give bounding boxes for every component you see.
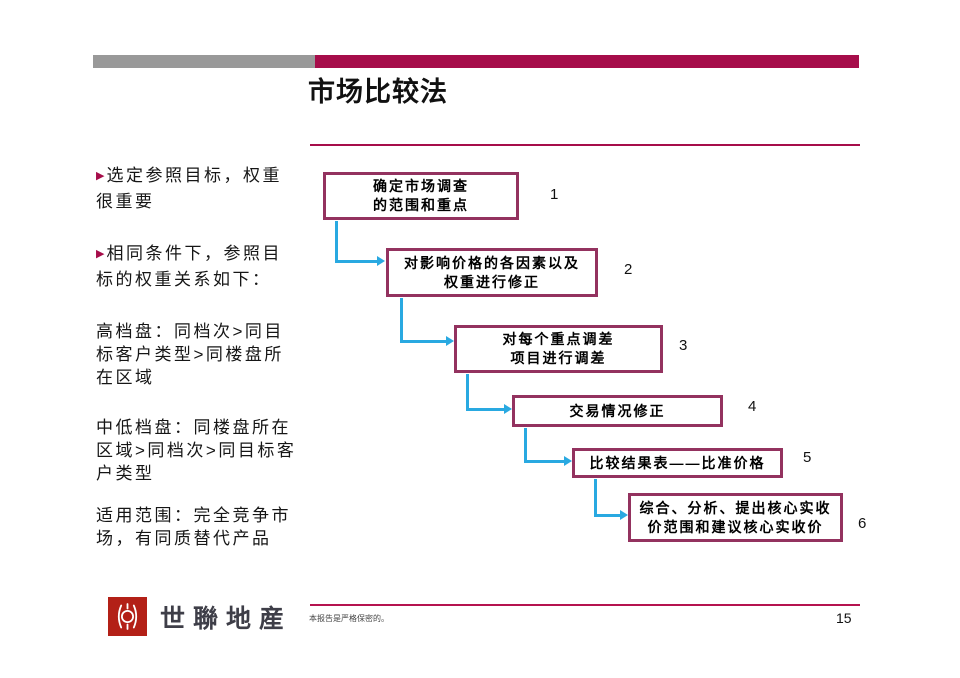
flow-step-6-number: 6 [858,515,867,532]
page-title: 市场比较法 [308,77,448,107]
flow-step-6-box: 综合、分析、提出核心实收 价范围和建议核心实收价 [628,493,843,542]
sidebar-text: 适用范围：完全竞争市场，有同质替代产品 [96,506,291,548]
flow-step-3-box: 对每个重点调差 项目进行调差 [454,325,663,373]
connector-3-arrowhead-icon [504,403,512,414]
connector-2-horizontal [400,340,446,343]
connector-5-horizontal [594,514,620,517]
flow-step-2-box: 对影响价格的各因素以及 权重进行修正 [386,248,598,297]
connector-2-vertical [400,298,403,342]
sidebar-paragraph: ▶相同条件下，参照目标的权重关系如下： [96,242,298,291]
connector-4-vertical [524,428,527,462]
page-number: 15 [836,610,852,626]
connector-3-vertical [466,374,469,410]
confidentiality-note: 本报告是严格保密的。 [309,614,389,623]
triangle-bullet-icon: ▶ [96,170,105,182]
connector-3-horizontal [466,408,504,411]
sidebar-paragraph: 适用范围：完全竞争市场，有同质替代产品 [96,504,298,550]
connector-4-horizontal [524,460,564,463]
flow-step-4-number: 4 [748,398,757,415]
flow-step-5-number: 5 [803,449,812,466]
flow-step-5-box: 比较结果表——比准价格 [572,448,783,478]
connector-2-arrowhead-icon [446,335,454,346]
connector-1-horizontal [335,260,377,263]
title-divider [310,144,860,146]
connector-5-vertical [594,479,597,516]
flow-step-1-box: 确定市场调查 的范围和重点 [323,172,519,220]
flow-step-2-number: 2 [624,261,633,278]
company-logo: 世聯地産 [108,597,292,636]
sidebar-text: 中低档盘：同楼盘所在区域>同档次>同目标客户类型 [96,418,297,483]
connector-5-arrowhead-icon [620,509,628,520]
sidebar-paragraph: 高档盘：同档次>同目标客户类型>同楼盘所在区域 [96,320,298,389]
company-logo-text: 世聯地産 [160,605,293,633]
flow-step-4-box: 交易情况修正 [512,395,723,427]
header-accent-bar [315,55,859,68]
flow-step-1-number: 1 [550,186,559,203]
triangle-bullet-icon: ▶ [96,248,105,260]
worldunion-coin-logo-icon [108,597,147,636]
sidebar-notes: ▶选定参照目标，权重很重要 ▶相同条件下，参照目标的权重关系如下： 高档盘：同档… [96,164,298,579]
sidebar-paragraph: ▶选定参照目标，权重很重要 [96,164,298,213]
header-gray-bar [93,55,315,68]
sidebar-text: 相同条件下，参照目标的权重关系如下： [96,244,282,289]
sidebar-paragraph: 中低档盘：同楼盘所在区域>同档次>同目标客户类型 [96,416,298,485]
sidebar-text: 选定参照目标，权重很重要 [96,166,282,211]
connector-1-vertical [335,221,338,262]
sidebar-text: 高档盘：同档次>同目标客户类型>同楼盘所在区域 [96,322,284,387]
flow-step-3-number: 3 [679,337,688,354]
footer-divider [310,604,860,606]
connector-1-arrowhead-icon [377,255,385,266]
connector-4-arrowhead-icon [564,455,572,466]
